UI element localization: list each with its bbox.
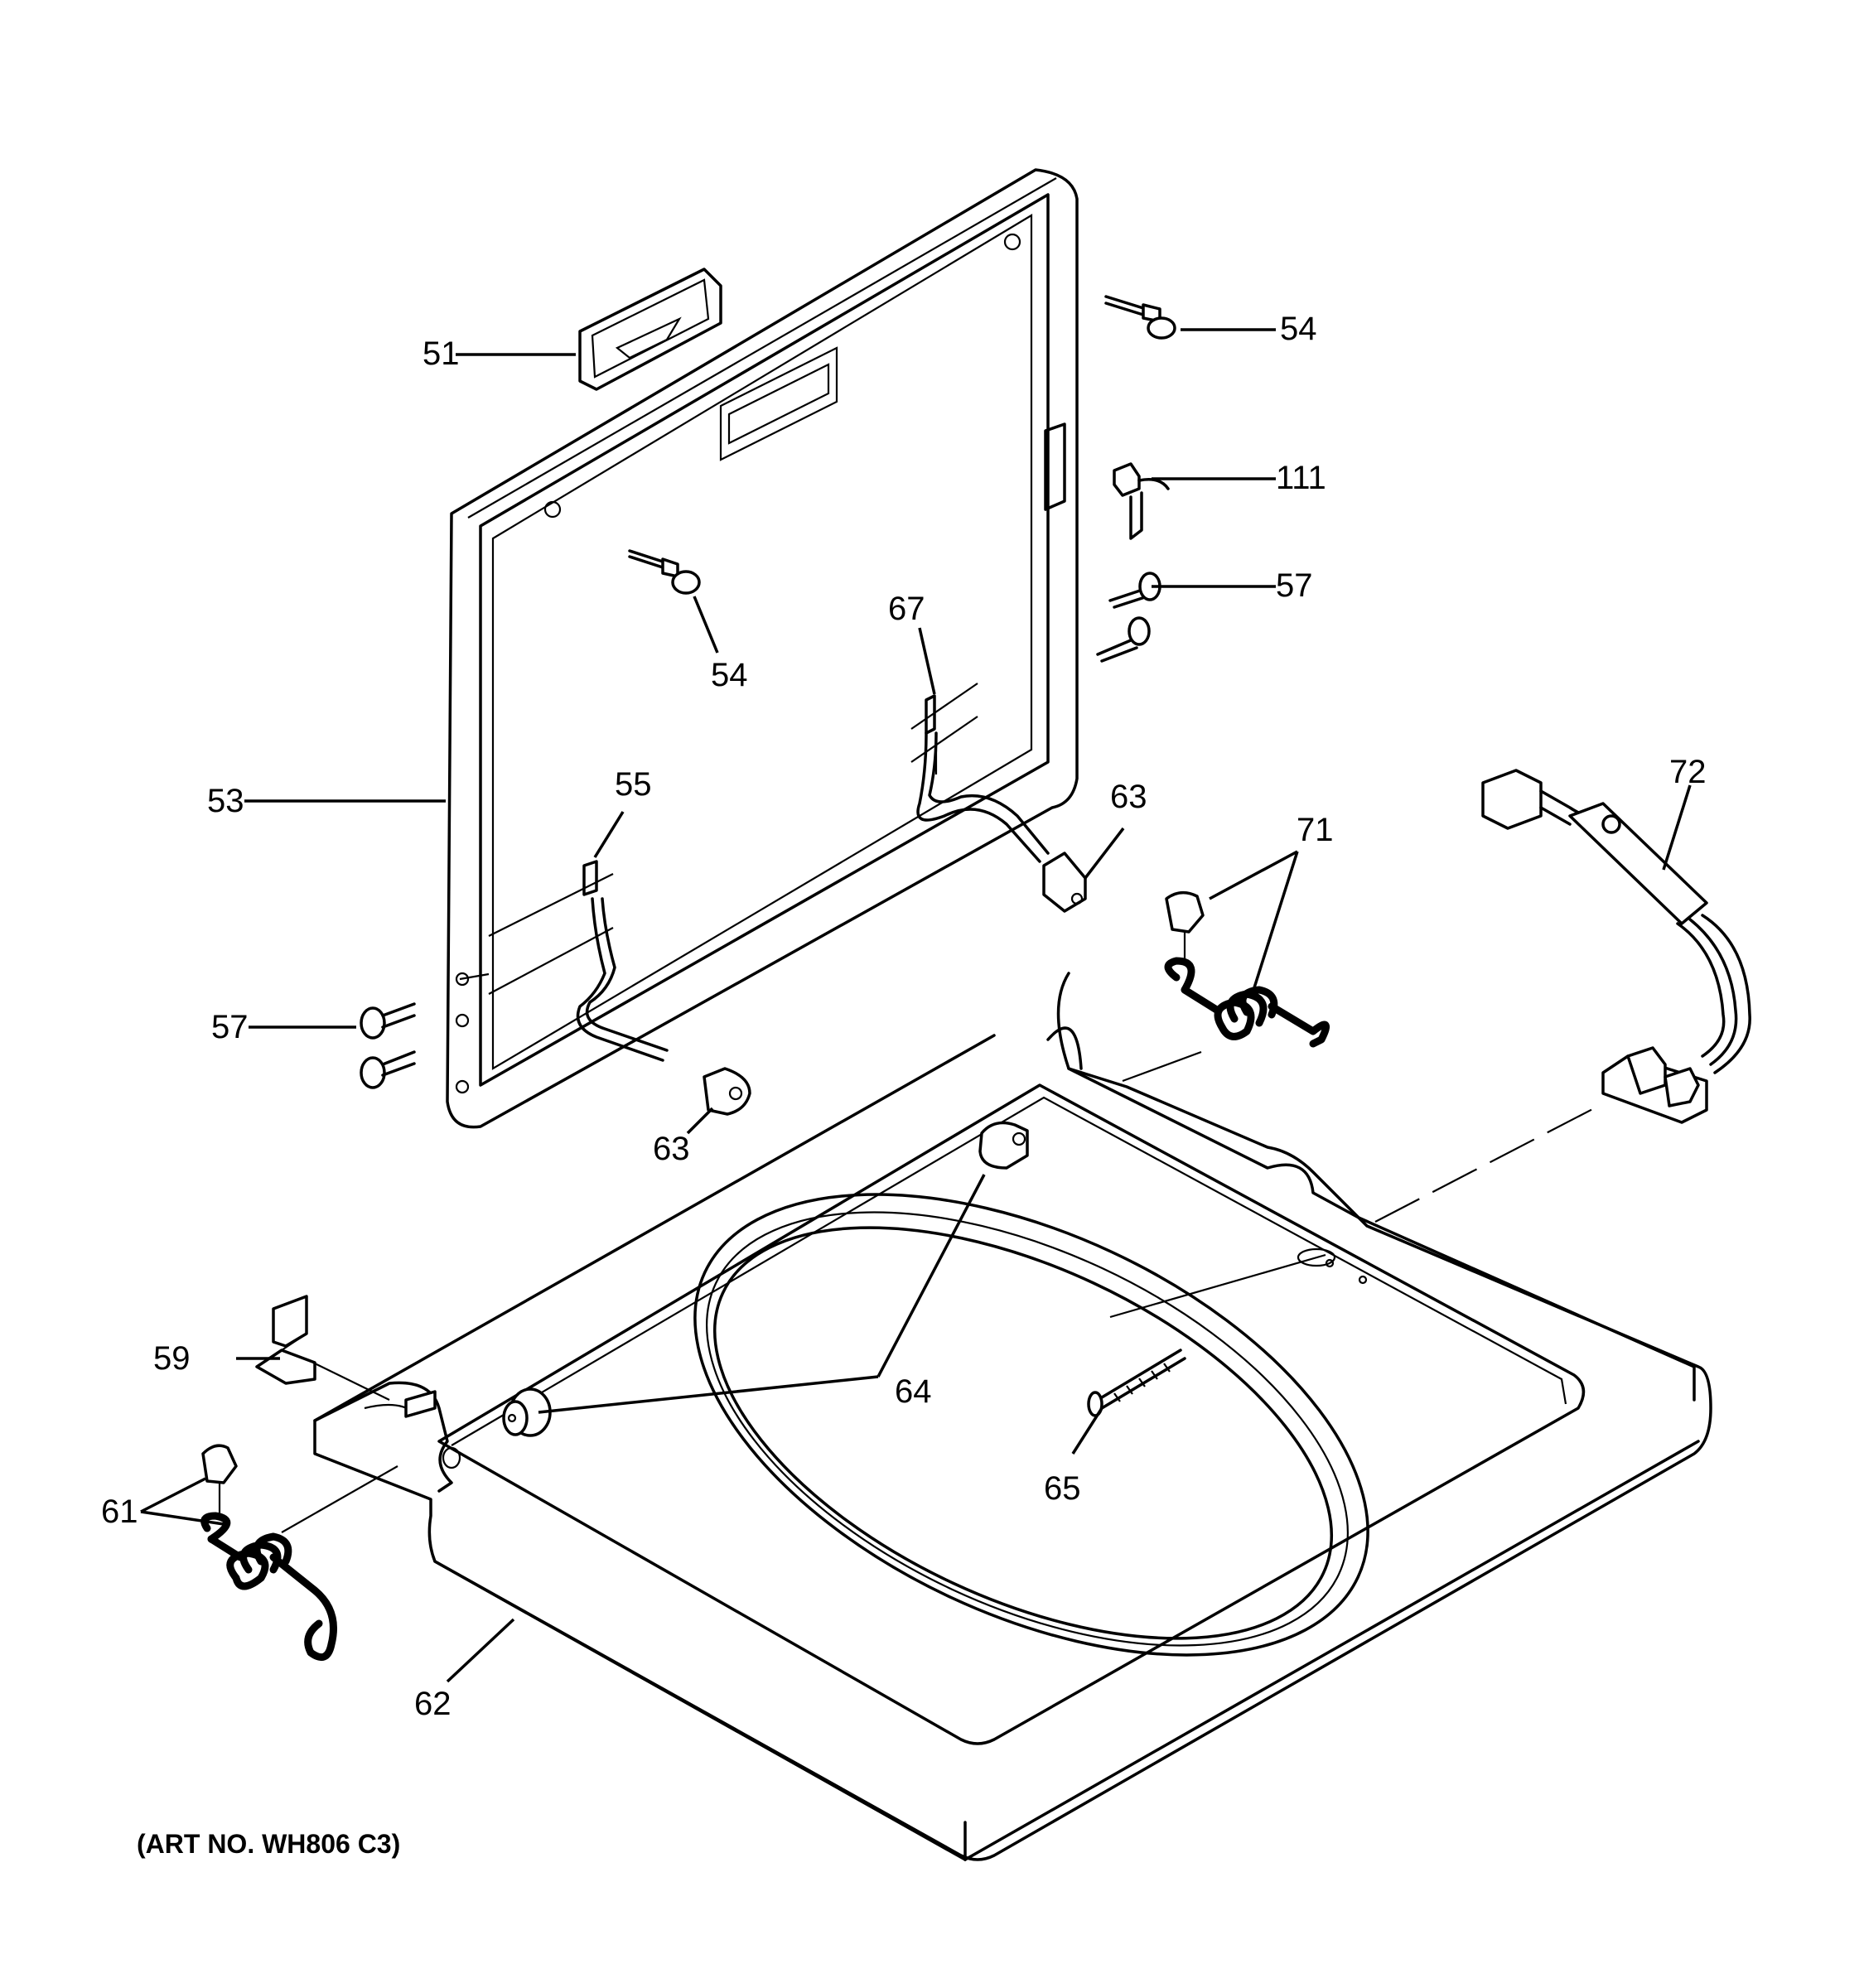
callout-63-lower: 63 bbox=[653, 1131, 690, 1167]
hinge-clip-right bbox=[910, 683, 978, 763]
lid-bumper-left bbox=[502, 1387, 552, 1437]
hinge-spring-left bbox=[200, 1444, 337, 1662]
callout-51: 51 bbox=[423, 335, 460, 372]
callout-64: 64 bbox=[895, 1373, 932, 1410]
lid-bumper-right bbox=[978, 1121, 1029, 1170]
callout-72: 72 bbox=[1669, 754, 1707, 790]
callout-55: 55 bbox=[615, 766, 652, 803]
callout-labels: 51 54 111 57 54 67 53 55 63 71 72 57 63 … bbox=[101, 311, 1707, 1722]
lid-switch-assembly bbox=[1481, 769, 1751, 1124]
callout-54-lower: 54 bbox=[711, 657, 748, 693]
lid-switch-actuator bbox=[1113, 462, 1170, 540]
callout-111: 111 bbox=[1276, 460, 1326, 496]
right-hinge-wire bbox=[916, 694, 1087, 913]
callout-57-lower: 57 bbox=[211, 1009, 249, 1045]
hinge-pin-lower bbox=[628, 549, 701, 595]
hinge-clip-left bbox=[488, 873, 614, 995]
callout-53: 53 bbox=[207, 783, 244, 819]
assembly-lines bbox=[281, 750, 1600, 1533]
cover-screw bbox=[1087, 1349, 1186, 1417]
left-hinge-wire bbox=[576, 860, 751, 1116]
callout-65: 65 bbox=[1044, 1470, 1081, 1507]
callout-62: 62 bbox=[414, 1686, 452, 1722]
leader-lines bbox=[140, 328, 1692, 1683]
callout-54-upper: 54 bbox=[1280, 311, 1317, 347]
lid-frame bbox=[446, 168, 1079, 1129]
callout-57-upper: 57 bbox=[1276, 567, 1313, 604]
callout-61: 61 bbox=[101, 1493, 138, 1530]
callout-63-upper: 63 bbox=[1110, 779, 1147, 815]
hinge-pin-upper bbox=[1104, 295, 1176, 340]
hinge-spring-right bbox=[1164, 890, 1330, 1048]
screw-set-upper bbox=[1096, 572, 1161, 663]
callout-67: 67 bbox=[888, 591, 925, 627]
art-number: (ART NO. WH806 C3) bbox=[137, 1829, 401, 1859]
top-cover bbox=[313, 972, 1712, 1861]
hinge-clip bbox=[255, 1295, 316, 1385]
callout-71: 71 bbox=[1297, 812, 1334, 848]
lid-handle bbox=[578, 268, 722, 391]
screw-set-lower bbox=[360, 972, 490, 1089]
callout-59: 59 bbox=[153, 1340, 191, 1377]
